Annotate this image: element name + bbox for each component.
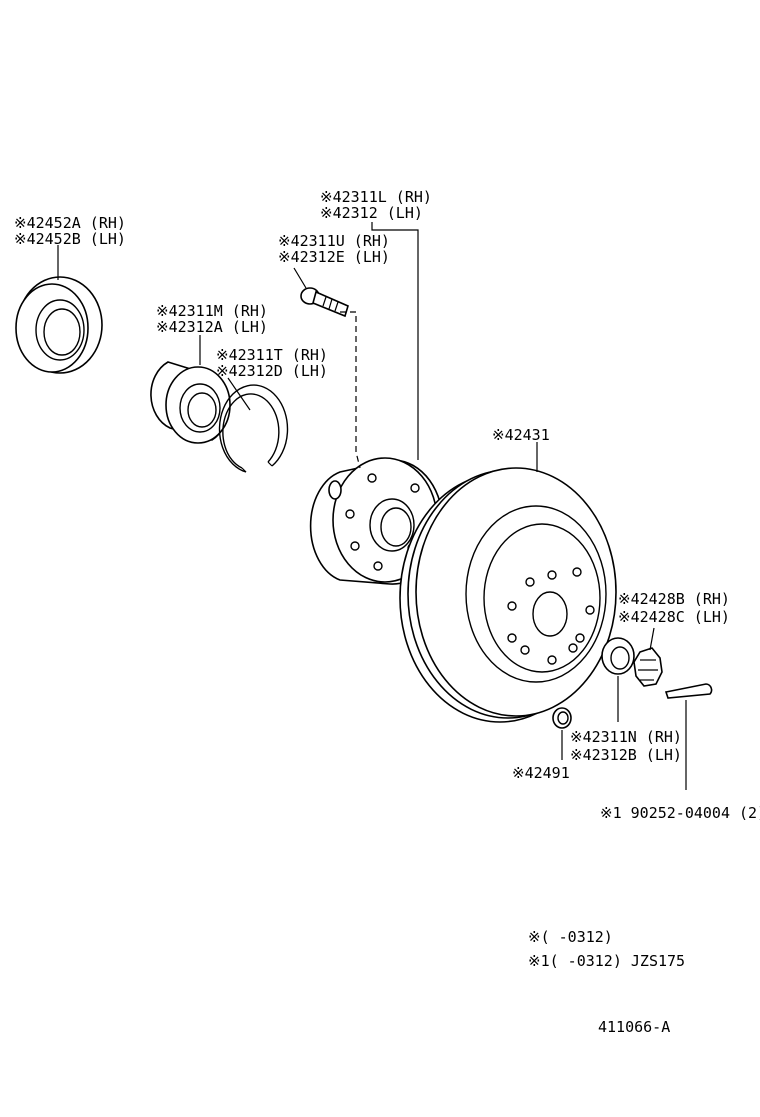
grease-cap-part[interactable] xyxy=(552,707,572,729)
leader-bolt-to-hub xyxy=(340,311,361,469)
hub-bolt-part[interactable] xyxy=(300,287,349,318)
snap-ring-part[interactable] xyxy=(218,384,289,473)
leader-axle-hub xyxy=(371,222,419,460)
label-42431: ※42431 xyxy=(492,426,550,444)
hub-bearing-part[interactable] xyxy=(150,361,231,444)
label-42312a: ※42312A (LH) xyxy=(156,318,268,336)
leader-lock-cap xyxy=(649,627,655,651)
note-applicability-2: ※1( -0312) JZS175 xyxy=(528,952,685,970)
cotter-pin-part[interactable] xyxy=(664,683,713,699)
label-42311m: ※42311M (RH) xyxy=(156,302,268,320)
label-42428b: ※42428B (RH) xyxy=(618,590,730,608)
label-42428c: ※42428C (LH) xyxy=(618,608,730,626)
leader-snap-ring xyxy=(227,377,251,411)
label-42312: ※42312 (LH) xyxy=(320,204,423,222)
label-42452a: ※42452A (RH) xyxy=(14,214,126,232)
oil-seal-part[interactable] xyxy=(15,276,103,374)
label-90252-04004: ※1 90252-04004 (2) xyxy=(600,804,760,822)
label-42312b: ※42312B (LH) xyxy=(570,746,682,764)
lock-cap-part[interactable] xyxy=(633,647,663,687)
label-42452b: ※42452B (LH) xyxy=(14,230,126,248)
label-42311t: ※42311T (RH) xyxy=(216,346,328,364)
label-42312d: ※42312D (LH) xyxy=(216,362,328,380)
label-42311u: ※42311U (RH) xyxy=(278,232,390,250)
label-42311n: ※42311N (RH) xyxy=(570,728,682,746)
label-42311l: ※42311L (RH) xyxy=(320,188,432,206)
disc-rotor-part[interactable] xyxy=(399,467,617,723)
figure-code: 411066-A xyxy=(598,1018,670,1036)
leader-hub-bolt xyxy=(293,267,307,289)
label-42312e: ※42312E (LH) xyxy=(278,248,390,266)
note-applicability-1: ※( -0312) xyxy=(528,928,613,946)
hub-nut-part[interactable] xyxy=(601,637,635,675)
label-42491: ※42491 xyxy=(512,764,570,782)
